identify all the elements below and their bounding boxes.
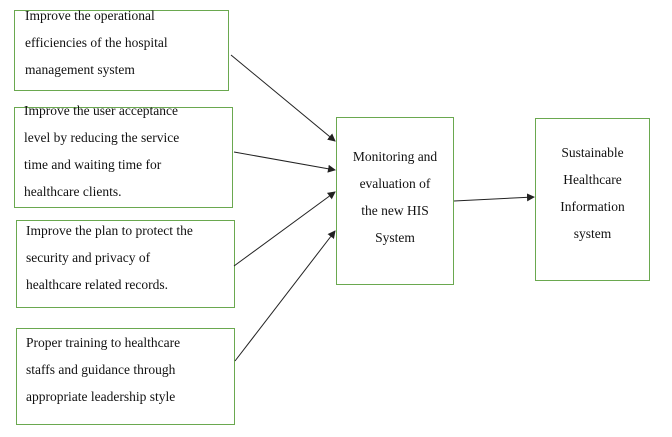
arrow-training-to-monitoring (234, 230, 336, 362)
input-box-security-privacy: Improve the plan to protect the security… (16, 220, 235, 308)
input-box-line: time and waiting time for (24, 157, 162, 172)
input-box-line: Improve the plan to protect the (26, 223, 193, 238)
input-box-line: Proper training to healthcare (26, 335, 181, 350)
input-box-line: management system (25, 62, 135, 77)
input-box-user-acceptance: Improve the user acceptance level by red… (14, 103, 233, 208)
input-box-line: level by reducing the service (24, 130, 180, 145)
input-box-line: appropriate leadership style (26, 389, 176, 404)
sustainable-his-box: Sustainable Healthcare Information syste… (535, 118, 650, 281)
arrow-operational-to-monitoring (230, 54, 336, 142)
input-box-line: efficiencies of the hospital (25, 35, 168, 50)
arrow-security-to-monitoring (233, 191, 336, 267)
arrow-monitoring-to-sustainable (453, 193, 535, 202)
monitoring-evaluation-box: Monitoring and evaluation of the new HIS… (336, 117, 454, 285)
input-box-line: Improve the operational (25, 8, 155, 23)
middle-box-line: Monitoring and (352, 149, 438, 164)
middle-box-line: evaluation of (359, 176, 431, 191)
input-box-line: healthcare related records. (26, 277, 169, 292)
output-box-line: Information (560, 199, 625, 214)
middle-box-line: the new HIS (361, 203, 429, 218)
input-box-line: Improve the user acceptance (24, 103, 179, 118)
input-box-line: healthcare clients. (24, 184, 122, 199)
output-box-line: system (573, 226, 612, 241)
input-box-training-leadership: Proper training to healthcare staffs and… (16, 328, 235, 425)
middle-box-line: System (375, 230, 415, 245)
input-box-line: staffs and guidance through (26, 362, 176, 377)
output-box-line: Sustainable (561, 145, 624, 160)
input-box-operational-efficiency: Improve the operational efficiencies of … (14, 8, 229, 91)
output-box-line: Healthcare (563, 172, 622, 187)
input-box-line: security and privacy of (26, 250, 151, 265)
arrow-acceptance-to-monitoring (233, 151, 336, 173)
